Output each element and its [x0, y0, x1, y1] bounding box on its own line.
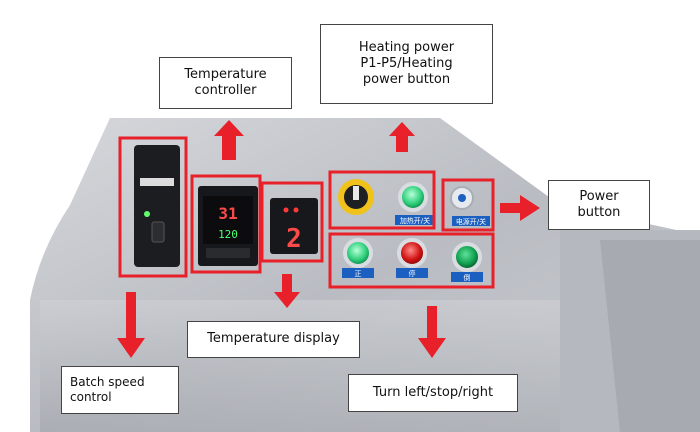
- speed-controller-label: [140, 178, 174, 186]
- arrow-down-turn-buttons: [418, 306, 446, 358]
- turn-right-button[interactable]: [452, 242, 482, 272]
- stop-label: 停: [409, 269, 416, 278]
- speed-indicator-led: [144, 211, 150, 217]
- highlight-speed-controller: [118, 136, 188, 278]
- machine-right-shadow: [600, 240, 700, 432]
- temp-controller-lower-value: 120: [218, 228, 238, 241]
- turn-right-label: 倒: [464, 273, 471, 282]
- turn-left-button[interactable]: [343, 238, 373, 268]
- arrow-down-temperature-display: [274, 274, 300, 308]
- arrow-right-power-button: [500, 195, 540, 221]
- speed-knob[interactable]: [151, 221, 165, 243]
- stop-button[interactable]: [397, 238, 427, 268]
- arrow-up-temperature-controller: [214, 120, 244, 160]
- temp-display-digit: 2: [286, 224, 302, 254]
- heating-knob-pointer: [353, 186, 359, 200]
- temp-display-led-2: [293, 207, 299, 213]
- highlight-temp-display: [260, 181, 324, 263]
- label-temperature-controller: Temperature controller: [159, 57, 292, 109]
- heating-switch-plate: [395, 215, 435, 225]
- heating-power-button[interactable]: [398, 182, 428, 212]
- power-key-slot: [458, 194, 466, 202]
- label-batch-speed-control: Batch speed control: [61, 366, 179, 414]
- stop-plate: [396, 268, 428, 278]
- heating-switch-label: 加热开/关: [400, 216, 430, 225]
- arrow-down-speed-control: [117, 292, 145, 358]
- temp-display-led-1: [283, 207, 289, 213]
- label-power-button: Power button: [548, 180, 650, 230]
- label-turn-left-stop-right: Turn left/stop/right: [348, 374, 518, 412]
- power-switch-label: 电源开/关: [456, 217, 486, 226]
- temp-display-body: [270, 198, 318, 254]
- highlight-turn-buttons: [328, 232, 495, 289]
- turn-left-label: 正: [355, 270, 362, 278]
- highlight-temp-controller: [190, 174, 262, 274]
- highlight-heating-power: [328, 170, 436, 230]
- temp-controller-upper-value: 31: [218, 204, 237, 223]
- power-switch-plate: [452, 216, 490, 226]
- speed-controller-body: [134, 145, 180, 267]
- turn-left-plate: [342, 268, 374, 278]
- turn-right-plate: [451, 272, 483, 282]
- temp-controller-keys[interactable]: [206, 248, 250, 258]
- temp-controller-screen: [203, 196, 253, 244]
- label-heating-power: Heating power P1-P5/Heating power button: [320, 24, 493, 104]
- highlight-power-button: [441, 178, 495, 232]
- arrow-up-heating-power: [389, 122, 415, 152]
- label-temperature-display: Temperature display: [187, 321, 360, 358]
